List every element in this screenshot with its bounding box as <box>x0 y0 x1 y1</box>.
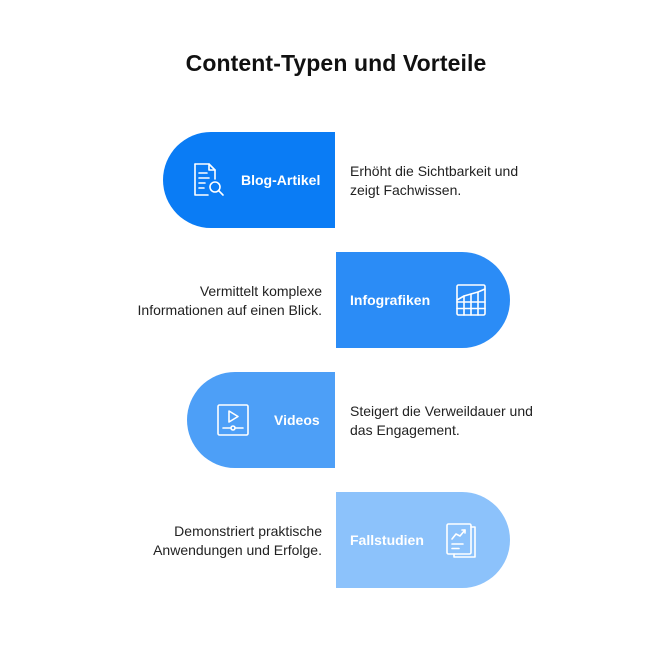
pill-label: Videos <box>274 412 320 428</box>
video-player-icon <box>217 404 249 436</box>
description-line: Anwendungen und Erfolge. <box>153 542 322 558</box>
description-line: Steigert die Verweildauer und <box>350 403 533 419</box>
description-blog-artikel: Erhöht die Sichtbarkeit und zeigt Fachwi… <box>350 162 518 200</box>
pill-infografiken: Infografiken <box>336 252 510 348</box>
pill-label: Infografiken <box>350 292 431 308</box>
description-line: das Engagement. <box>350 422 460 438</box>
description-line: zeigt Fachwissen. <box>350 182 462 198</box>
pill-videos: Videos <box>187 372 335 468</box>
page-title: Content-Typen und Vorteile <box>185 50 487 76</box>
description-videos: Steigert die Verweildauer und das Engage… <box>350 402 533 440</box>
description-infografiken: Vermittelt komplexe Informationen auf ei… <box>138 282 322 320</box>
description-line: Demonstriert praktische <box>174 523 322 539</box>
description-line: Informationen auf einen Blick. <box>137 302 322 318</box>
report-chart-icon <box>446 523 476 558</box>
pill-blog-artikel: Blog-Artikel <box>163 132 335 228</box>
description-line: Vermittelt komplexe <box>199 283 322 299</box>
pill-label: Blog-Artikel <box>241 172 321 188</box>
description-fallstudien: Demonstriert praktische Anwendungen und … <box>153 522 322 560</box>
pill-label: Fallstudien <box>350 532 424 548</box>
pill-fallstudien: Fallstudien <box>336 492 510 588</box>
description-line: Erhöht die Sichtbarkeit und <box>350 163 519 179</box>
document-search-icon <box>194 163 224 196</box>
chart-grid-icon <box>456 284 486 316</box>
